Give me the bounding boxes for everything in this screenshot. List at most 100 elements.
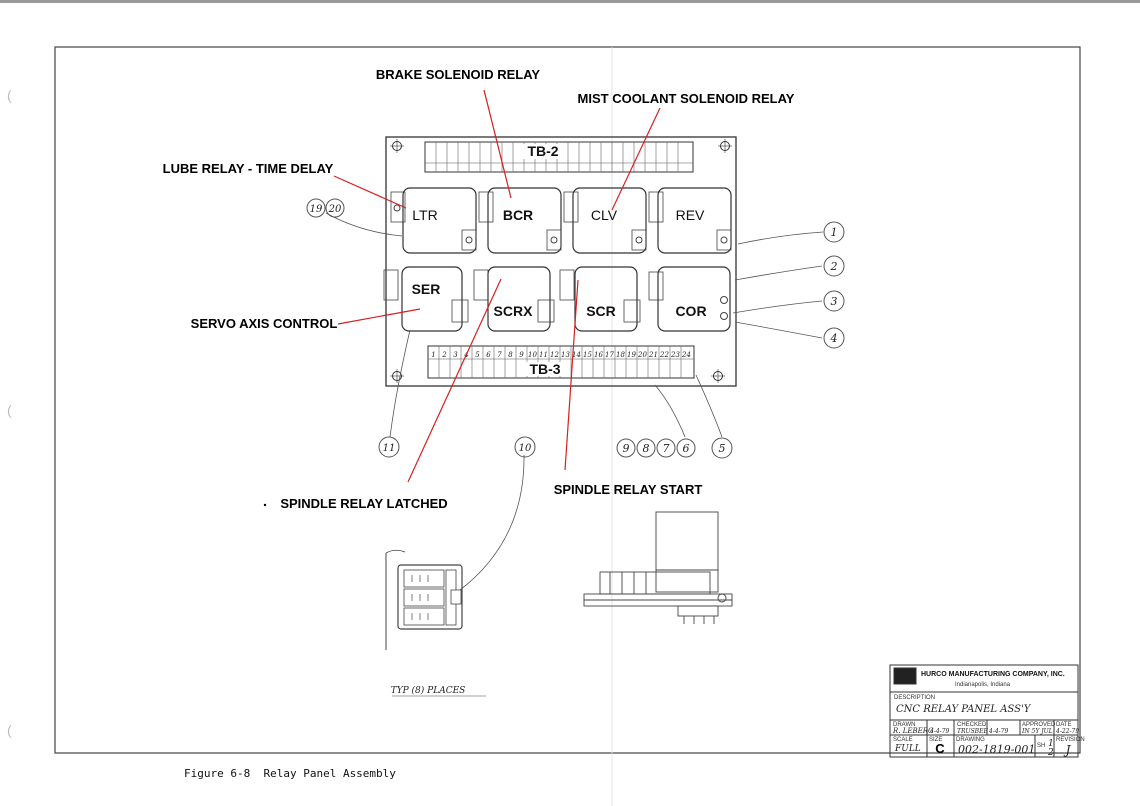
tb3-terminal-number: 21 <box>648 351 658 359</box>
margin-mark: ( <box>7 87 12 103</box>
tb3-terminal-number: 14 <box>572 351 581 359</box>
callout-spindle-relay-latched: SPINDLE RELAY LATCHED <box>280 496 447 511</box>
tb3-terminal-number: 20 <box>637 351 647 359</box>
relay-base-detail <box>385 549 463 650</box>
tb3-terminal-number: 9 <box>519 351 524 359</box>
top-edge-bar <box>0 0 1140 3</box>
relay-scr <box>559 266 641 332</box>
balloon-8 <box>636 438 656 458</box>
title-checked-label: CHECKED <box>957 722 987 728</box>
tb3-terminal-number: 7 <box>497 351 502 359</box>
mounting-hole <box>718 139 732 153</box>
balloon-7-label: 7 <box>663 442 670 455</box>
terminal-block-tb3 <box>427 345 695 379</box>
balloon-11-label: 11 <box>383 443 396 454</box>
relay-bcr-label: BCR <box>503 207 533 223</box>
balloon-2 <box>823 255 845 277</box>
balloon-4-label: 4 <box>830 332 838 345</box>
balloon-1-label: 1 <box>831 226 838 239</box>
tb3-terminal-number: 12 <box>550 351 559 359</box>
title-sheet-of: 2 <box>1047 748 1054 758</box>
title-size: C <box>935 741 945 756</box>
callout-spindle-relay-start: SPINDLE RELAY START <box>554 482 703 497</box>
relay-side-view <box>583 511 733 624</box>
callout-servo-axis-control: SERVO AXIS CONTROL <box>191 316 338 331</box>
margin-mark: ( <box>7 722 12 738</box>
typ-places-note: TYP (8) PLACES <box>391 685 466 696</box>
balloon-20-label: 20 <box>328 204 342 215</box>
tb3-terminal-number: 2 <box>441 351 447 359</box>
tb3-terminal-number: 8 <box>508 351 513 359</box>
title-checked-by: TRUSBEE <box>957 728 988 735</box>
balloon-20 <box>325 198 345 218</box>
tb3-terminal-number: 10 <box>528 351 537 359</box>
tb3-terminal-number: 22 <box>659 351 669 359</box>
title-drawing-label: DRAWING <box>956 737 985 743</box>
balloon-19 <box>306 198 326 218</box>
mounting-hole <box>711 369 725 383</box>
balloon-5-label: 5 <box>719 442 726 455</box>
balloon-8-label: 8 <box>643 442 650 455</box>
balloon-3-label: 3 <box>831 295 838 308</box>
tb3-terminal-number: 23 <box>670 351 680 359</box>
figure-caption: Figure 6-8 Relay Panel Assembly <box>184 767 396 780</box>
tb3-terminal-number: 19 <box>627 351 636 359</box>
tb3-terminal-number: 15 <box>583 351 592 359</box>
balloon-19-label: 19 <box>310 204 323 215</box>
relay-ltr-label: LTR <box>412 207 437 223</box>
tb2-label: TB-2 <box>527 143 558 159</box>
balloon-4 <box>823 327 845 349</box>
margin-mark: ( <box>7 402 12 418</box>
tb3-terminal-number: 24 <box>681 351 691 359</box>
tb3-terminal-number: 5 <box>475 351 480 359</box>
relay-cor <box>648 266 731 332</box>
balloon-10-label: 10 <box>519 443 532 454</box>
balloon-2-label: 2 <box>830 260 838 273</box>
title-approved-label: APPROVED <box>1022 722 1056 728</box>
balloon-6 <box>676 438 696 458</box>
terminal-block-tb2 <box>424 141 694 173</box>
tb3-terminal-number: 16 <box>594 351 603 359</box>
title-date: 4-22-79 <box>1055 728 1079 735</box>
title-drawing-no: 002-1819-001 <box>958 743 1035 756</box>
tb3-terminal-number: 11 <box>539 351 548 359</box>
mounting-hole <box>390 139 404 153</box>
callout-lube-relay: LUBE RELAY - TIME DELAY <box>163 161 334 176</box>
relay-ser-label: SER <box>412 281 441 297</box>
balloon-leaders <box>325 212 824 591</box>
title-company: HURCO MANUFACTURING COMPANY, INC. <box>921 671 1065 678</box>
title-checked-date: 4-4-79 <box>988 728 1009 735</box>
relay-scrx-label: SCRX <box>494 303 534 319</box>
title-revision-label: REVISION <box>1056 737 1085 743</box>
title-scale: FULL <box>894 744 921 754</box>
tb3-terminal-number: 18 <box>616 351 625 359</box>
callout-lines <box>333 89 661 483</box>
callout-brake-solenoid-relay: BRAKE SOLENOID RELAY <box>376 67 541 82</box>
balloon-5 <box>711 437 733 459</box>
title-description-label: DESCRIPTION <box>894 695 935 701</box>
tb3-terminal-number: 1 <box>431 351 435 359</box>
tb3-label: TB-3 <box>529 361 560 377</box>
title-drawn-by: R. LEBERG <box>892 727 934 735</box>
tb3-terminal-number: 17 <box>605 351 614 359</box>
title-scale-label: SCALE <box>893 737 913 743</box>
relay-rev-label: REV <box>676 207 705 223</box>
title-sheet: 1 <box>1048 739 1054 749</box>
relay-ser <box>383 266 469 332</box>
title-drawn-date: 4-4-79 <box>929 728 950 735</box>
bullet-dot <box>263 503 267 507</box>
title-drawn-label: DRAWN <box>893 722 915 728</box>
drawing-border <box>54 46 1081 754</box>
mounting-hole <box>390 369 404 383</box>
callout-mist-coolant-solenoid-relay: MIST COOLANT SOLENOID RELAY <box>578 91 795 106</box>
balloon-6-label: 6 <box>683 442 690 455</box>
balloon-9-label: 9 <box>623 442 630 455</box>
title-size-label: SIZE <box>929 737 942 743</box>
relay-clv-label: CLV <box>591 207 618 223</box>
relay-clv <box>563 187 647 254</box>
balloon-1 <box>823 221 845 243</box>
balloon-7 <box>656 438 676 458</box>
title-date-label: DATE <box>1056 722 1072 728</box>
